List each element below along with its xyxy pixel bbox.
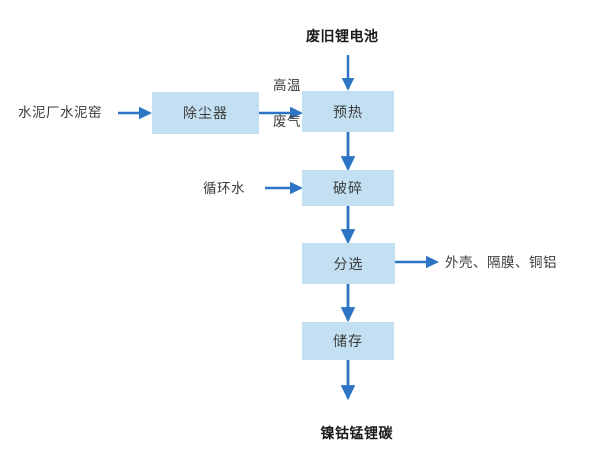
process-box-dust-collector[interactable]: 除尘器: [152, 92, 259, 134]
label-hot-flue-gas-line2: 废气: [273, 114, 302, 129]
label-cement-kiln: 水泥厂水泥窑: [18, 105, 102, 120]
label-hot-flue-gas: 高温 废气: [256, 59, 301, 149]
label-circulating-water: 循环水: [203, 181, 245, 196]
process-box-crush[interactable]: 破碎: [302, 170, 394, 206]
process-box-sort[interactable]: 分选: [302, 243, 395, 284]
process-box-storage[interactable]: 储存: [302, 322, 394, 360]
label-final-product: 镍钴锰锂碳 混合物: [288, 403, 408, 461]
label-hot-flue-gas-line1: 高温: [273, 78, 302, 93]
label-final-product-line1: 镍钴锰锂碳: [320, 425, 394, 441]
process-box-preheat[interactable]: 预热: [302, 91, 394, 132]
label-byproducts: 外壳、隔膜、铜铝: [445, 255, 557, 270]
label-waste-battery: 废旧锂电池: [306, 28, 379, 44]
